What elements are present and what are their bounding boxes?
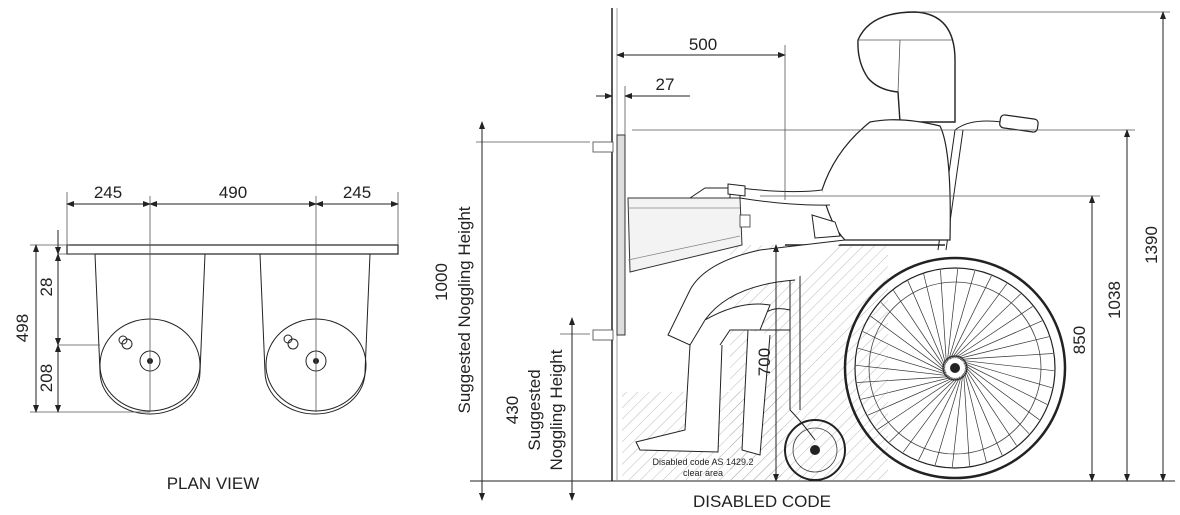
dim-27: 27 — [656, 75, 675, 94]
dim-1038: 1038 — [1105, 281, 1124, 319]
plan-dim-right: 245 — [343, 183, 371, 202]
dim-500: 500 — [689, 35, 717, 54]
dim-850: 850 — [1070, 326, 1089, 354]
plan-dim-total-height: 498 — [13, 314, 32, 342]
plan-dim-top: 28 — [37, 278, 56, 297]
plan-dim-center: 490 — [219, 183, 247, 202]
right-basin — [259, 253, 371, 415]
person — [635, 11, 956, 456]
plan-view-caption: PLAN VIEW — [167, 474, 260, 493]
basin-side-profile — [616, 134, 751, 336]
nogging-low — [592, 329, 614, 341]
nogging-low-value: 430 — [503, 396, 522, 424]
nogging-high-value: 1000 — [432, 263, 451, 301]
plan-view: 245 490 245 498 28 208 PLAN VIEW — [13, 183, 399, 493]
nogging-high-label: Suggested Noggling Height — [455, 206, 474, 413]
dim-700: 700 — [755, 348, 774, 376]
nogging-low-label-2: Noggling Height — [547, 349, 566, 470]
plan-dim-left: 245 — [94, 183, 122, 202]
side-view: 500 27 1390 1038 850 700 1000 Suggested … — [432, 8, 1175, 511]
wheelchair — [759, 114, 1067, 481]
nogging-high — [592, 141, 614, 153]
dim-1390: 1390 — [1142, 226, 1161, 264]
clear-area-note-line1: Disabled code AS 1429.2 — [652, 457, 753, 467]
benchtop — [66, 244, 399, 255]
nogging-low-label-1: Suggested — [525, 369, 544, 450]
clear-area-note-line2: clear area — [683, 468, 723, 478]
plan-dim-bottom: 208 — [37, 364, 56, 392]
disabled-code-caption: DISABLED CODE — [693, 492, 831, 511]
